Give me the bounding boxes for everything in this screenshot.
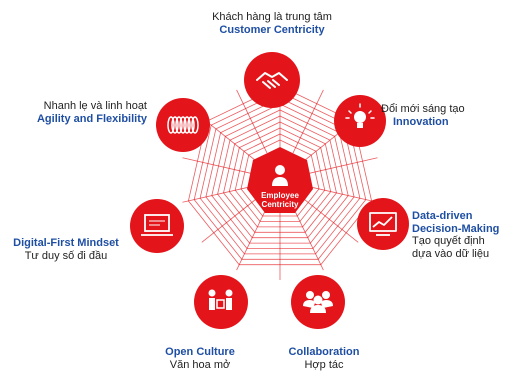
person-icon [272, 165, 288, 186]
web-spoke [182, 186, 251, 203]
data-vn-1: Tạo quyết định [412, 235, 485, 248]
innovation-vn: Đổi mới sáng tạo [381, 103, 465, 115]
chart-monitor-icon [369, 212, 397, 236]
label-collaboration: Collaboration Hợp tác [278, 346, 370, 371]
web-spoke [236, 206, 268, 271]
node-culture [194, 275, 248, 329]
label-customer: Khách hàng là trung tâm Customer Centric… [182, 11, 362, 36]
web-spoke [303, 198, 359, 243]
label-culture: Open Culture Văn hoa mở [150, 346, 250, 371]
web-spoke [236, 89, 268, 154]
label-innovation: Đổi mới sáng tạo Innovation [381, 103, 501, 128]
culture-en: Open Culture [165, 346, 235, 358]
web-spoke [201, 117, 257, 162]
culture-vn: Văn hoa mở [169, 358, 231, 371]
spring-icon [167, 116, 199, 134]
web-spoke [182, 157, 251, 174]
data-vn-2: dựa vào dữ liệu [412, 247, 490, 260]
laptop-icon [141, 214, 173, 236]
customer-vn: Khách hàng là trung tâm [212, 11, 332, 23]
web-spoke [309, 157, 378, 174]
label-data: Data-driven Decision-Making Tạo quyết đị… [412, 210, 510, 261]
collab-en: Collaboration [288, 346, 360, 358]
lightbulb-icon [345, 103, 375, 128]
center-label-line1: Employee [261, 191, 299, 200]
radial-web [182, 80, 378, 280]
digital-vn: Tư duy số đi đầu [24, 249, 108, 262]
presenter-icon [208, 289, 233, 310]
node-data [357, 198, 409, 250]
digital-en: Digital-First Mindset [13, 237, 119, 249]
node-innovation [334, 95, 386, 147]
data-en-1: Data-driven [412, 210, 473, 222]
node-digital [130, 199, 184, 253]
innovation-en: Innovation [393, 115, 449, 128]
node-customer [244, 52, 300, 108]
team-icon [303, 291, 333, 313]
web-spoke [309, 186, 378, 203]
data-en-2: Decision-Making [412, 222, 500, 235]
handshake-icon [256, 72, 288, 89]
label-digital: Digital-First Mindset Tư duy số đi đầu [0, 237, 132, 262]
web-spoke [292, 89, 324, 154]
web-spoke [292, 206, 324, 271]
center-label-line2: Centricity [262, 200, 299, 209]
collab-vn: Hợp tác [304, 358, 344, 371]
customer-en: Customer Centricity [219, 23, 325, 36]
agility-vn: Nhanh lẹ và linh hoạt [43, 100, 147, 112]
web-spoke [201, 198, 257, 243]
label-agility: Nhanh lẹ và linh hoạt Agility and Flexib… [0, 100, 147, 125]
node-collaboration [291, 275, 345, 329]
agility-en: Agility and Flexibility [36, 112, 147, 125]
node-agility [156, 98, 210, 152]
